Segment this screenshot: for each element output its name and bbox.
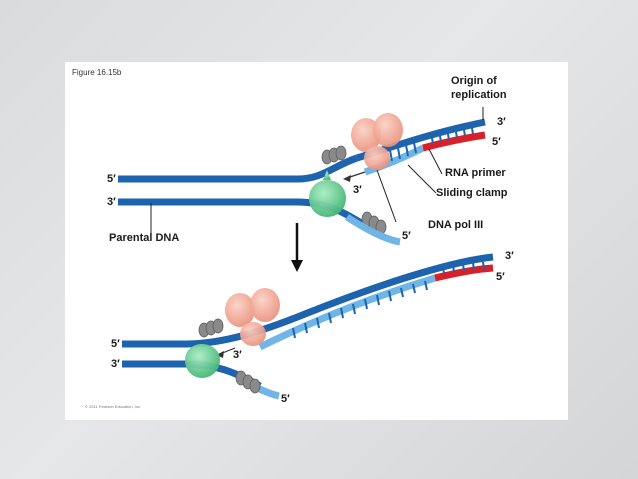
label-5prime-lagging-bottom: 5′	[281, 393, 290, 405]
helicase-top-lower	[361, 211, 387, 235]
label-5prime-left-bottom: 5′	[111, 338, 120, 350]
label-3prime-left-top: 3′	[107, 196, 116, 208]
label-parental-dna: Parental DNA	[109, 232, 179, 244]
sliding-clamp-top	[309, 170, 346, 217]
label-5prime-lagging-top: 5′	[402, 230, 411, 242]
parental-dna-bottom	[122, 253, 494, 368]
label-dna-pol-iii: DNA pol III	[428, 219, 483, 231]
sliding-clamp-bottom	[185, 344, 220, 378]
label-3prime-fork-bottom: 3′	[233, 349, 242, 361]
label-3prime-right-bottom: 3′	[505, 250, 514, 262]
figure-panel: Figure 16.15b	[65, 62, 568, 420]
label-3prime-fork-top: 3′	[353, 184, 362, 196]
label-5prime-right-top: 5′	[492, 136, 501, 148]
copyright-notice: © 2011 Pearson Education, Inc.	[85, 404, 142, 409]
label-5prime-left-top: 5′	[107, 173, 116, 185]
parental-dna-top	[118, 154, 359, 206]
label-sliding-clamp: Sliding clamp	[436, 187, 508, 199]
figure-label: Figure 16.15b	[72, 68, 122, 77]
dna-pol-iii-top	[351, 113, 403, 170]
label-5prime-right-bottom: 5′	[496, 271, 505, 283]
leading-strand-bottom	[258, 261, 494, 351]
helicase-bottom-icon	[198, 318, 224, 338]
replication-diagram: 5′ 3′ 3′ 5′ 3′ 5′ Origin of replication …	[107, 75, 514, 405]
label-3prime-right-top: 3′	[497, 116, 506, 128]
label-origin-line2: replication	[451, 89, 507, 101]
label-3prime-left-bottom: 3′	[111, 358, 120, 370]
dna-pol-iii-bottom	[225, 288, 280, 346]
transition-arrow	[291, 223, 303, 272]
label-origin: Origin of	[451, 75, 497, 87]
label-rna-primer: RNA primer	[445, 167, 506, 179]
helicase-icon	[321, 145, 347, 165]
